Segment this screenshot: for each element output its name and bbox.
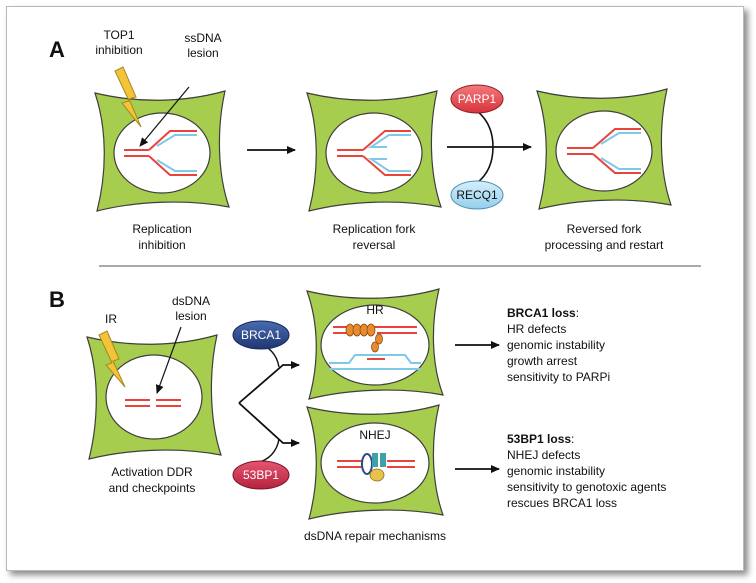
label-dsdna-line2: lesion (175, 309, 206, 323)
label-ir: IR (105, 312, 117, 326)
53bp1-curve (254, 438, 280, 464)
caption-b-left-line1: Activation DDR (111, 465, 193, 479)
caption-b-bottom: dsDNA repair mechanisms (304, 529, 446, 543)
brca1-label: BRCA1 (241, 328, 281, 342)
figure-frame: A TOP1 inhibition ssDNA lesion Replicati… (6, 6, 744, 571)
hr-label: HR (366, 303, 384, 317)
caption-a3-line2: processing and restart (545, 238, 664, 252)
53bp1-loss-line2: genomic instability (507, 464, 605, 478)
brca1-loss-line1: HR defects (507, 322, 566, 336)
cell-a1-nucleus (113, 112, 211, 194)
brca1-node (232, 320, 290, 350)
arrow-to-hr (238, 361, 300, 404)
label-top1-line1: TOP1 (103, 28, 134, 42)
caption-a3-line1: Reversed fork (567, 222, 643, 236)
cell-a1 (94, 90, 230, 212)
hr-protein-foci (345, 323, 383, 353)
ssdna-pointer (139, 86, 190, 147)
replication-fork-restarted (567, 128, 641, 174)
parp1-recq1-curve (476, 110, 494, 184)
cell-b-nhej: NHEJ (306, 404, 444, 520)
53bp1-loss-heading: 53BP1 loss: (507, 432, 574, 446)
53bp1-loss-line4: rescues BRCA1 loss (507, 496, 617, 510)
53bp1-loss-line3: sensitivity to genotoxic agents (507, 480, 666, 494)
caption-a1-line1: Replication (132, 222, 191, 236)
label-top1-line2: inhibition (95, 43, 142, 57)
recq1-label: RECQ1 (456, 188, 498, 202)
arrow-to-nhej (238, 402, 300, 447)
cell-b-left-nucleus (105, 354, 203, 440)
lightning-top1-icon (114, 66, 142, 128)
brca1-loss-line3: growth arrest (507, 354, 578, 368)
parp1-label: PARP1 (458, 92, 497, 106)
brca1-loss-line4: sensitivity to PARPi (507, 370, 610, 384)
parp1-node (450, 84, 504, 114)
cell-a2-nucleus (325, 112, 423, 194)
label-ssdna-line1: ssDNA (184, 31, 221, 45)
recq1-node (450, 180, 504, 210)
panel-b-letter: B (49, 287, 65, 312)
53bp1-loss-line1: NHEJ defects (507, 448, 580, 462)
dsdna-pointer (155, 326, 182, 394)
label-dsdna-line1: dsDNA (172, 294, 210, 308)
nhej-complex-icon (361, 453, 386, 482)
cell-a3-nucleus (555, 110, 653, 192)
lightning-ir-icon (98, 330, 126, 388)
panel-a-letter: A (49, 37, 65, 62)
53bp1-node (232, 460, 290, 490)
nhej-label: NHEJ (359, 428, 390, 442)
nhej-dna-strands (337, 460, 415, 468)
replication-fork-stalled (124, 130, 197, 176)
caption-b-left-line2: and checkpoints (109, 481, 196, 495)
brca1-loss-heading: BRCA1 loss: (507, 306, 579, 320)
cell-a2 (306, 90, 442, 212)
cell-a3 (536, 88, 672, 210)
caption-a2-line2: reversal (353, 238, 396, 252)
brca1-loss-line2: genomic instability (507, 338, 605, 352)
cell-b-left (86, 334, 222, 460)
replication-fork-reversed (337, 130, 411, 176)
diagram-canvas: A TOP1 inhibition ssDNA lesion Replicati… (49, 28, 701, 543)
double-strand-break (125, 399, 181, 407)
label-ssdna-line2: lesion (187, 46, 218, 60)
cell-b-hr: HR (306, 288, 444, 400)
caption-a1-line2: inhibition (138, 238, 185, 252)
caption-a2-line1: Replication fork (333, 222, 417, 236)
53bp1-label: 53BP1 (243, 468, 279, 482)
